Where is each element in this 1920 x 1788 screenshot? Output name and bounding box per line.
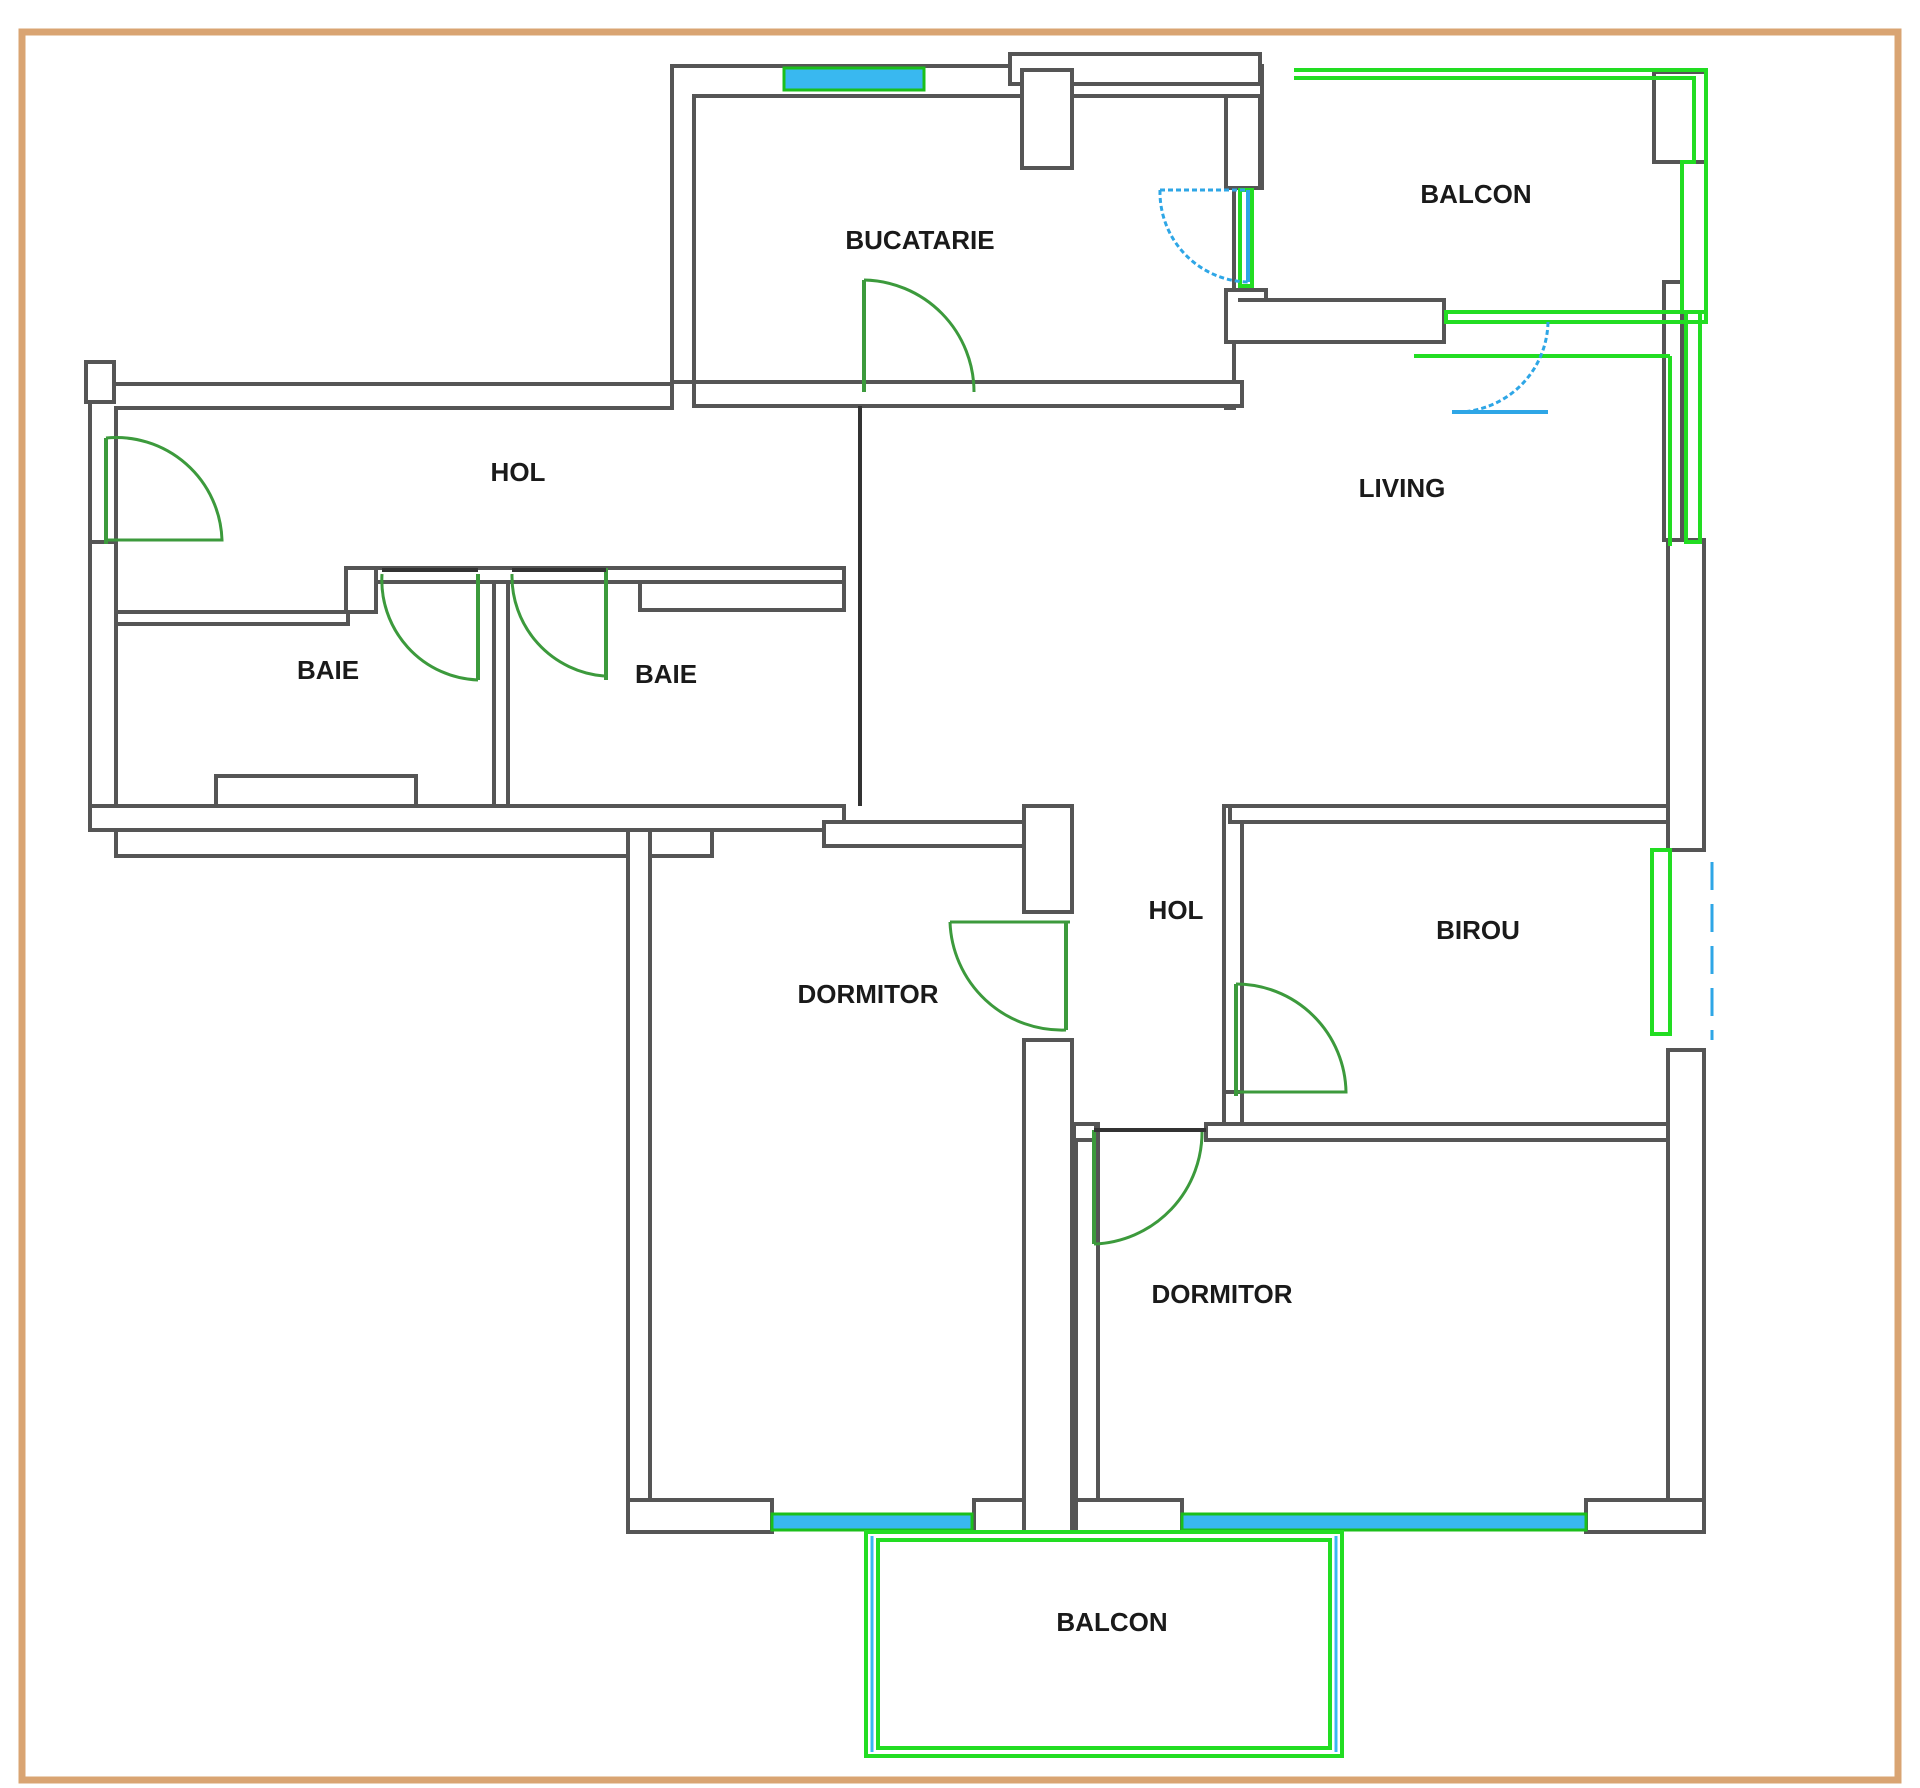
label-balcon-bottom: BALCON [1056, 1607, 1167, 1637]
bottom-balcony-outline [864, 1530, 1344, 1758]
frame-border [18, 28, 1902, 1784]
bedroom-left-window [770, 1512, 974, 1532]
label-hol-main: HOL [491, 457, 546, 487]
top-balcony-outline [1294, 68, 1708, 314]
room-labels: BUCATARIE BALCON HOL LIVING BAIE BAIE HO… [297, 179, 1532, 1637]
label-baie-left: BAIE [297, 655, 359, 685]
label-dormitor-right: DORMITOR [1151, 1279, 1292, 1309]
bedroom-right-window [1180, 1512, 1588, 1532]
label-hol-center: HOL [1149, 895, 1204, 925]
label-birou: BIROU [1436, 915, 1520, 945]
glazing [770, 66, 1714, 1758]
label-living: LIVING [1359, 473, 1446, 503]
walls [84, 52, 1708, 1534]
label-bucatarie: BUCATARIE [845, 225, 994, 255]
label-balcon-top: BALCON [1420, 179, 1531, 209]
label-dormitor-left: DORMITOR [797, 979, 938, 1009]
kitchen-window [782, 66, 926, 92]
doors [104, 188, 1550, 1246]
label-baie-right: BAIE [635, 659, 697, 689]
